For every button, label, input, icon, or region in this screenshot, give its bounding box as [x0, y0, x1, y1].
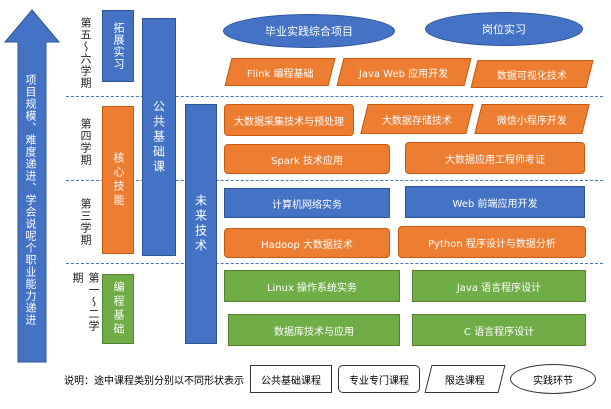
category-public-basics: 公共基础课 — [142, 18, 176, 256]
legend-elective: 限选课程 — [424, 365, 506, 393]
legend-major: 专业专门课程 — [338, 365, 420, 393]
course-hadoop: Hadoop 大数据技术 — [224, 228, 390, 258]
divider-line — [66, 96, 603, 97]
course-c: C 语言程序设计 — [412, 314, 586, 346]
progression-arrow — [3, 9, 61, 363]
course-miniapp: 微信小程序开发 — [474, 104, 590, 134]
course-web-frontend: Web 前端应用开发 — [405, 186, 585, 218]
category-core-skills: 核心技能 — [102, 106, 134, 254]
course-python: Python 程序设计与数据分析 — [398, 226, 586, 258]
legend-practice: 实践环节 — [510, 364, 596, 394]
divider-line — [66, 263, 603, 264]
legend-public: 公共基础课程 — [250, 365, 332, 393]
category-expand-internship: 拓展实习 — [102, 10, 134, 82]
category-programming-basics: 编程基础 — [102, 274, 134, 344]
course-network: 计算机网络实务 — [224, 188, 390, 218]
course-linux: Linux 操作系统实务 — [224, 270, 400, 302]
practice-graduation-project: 毕业实践综合项目 — [223, 14, 395, 48]
course-spark: Spark 技术应用 — [224, 144, 390, 174]
course-java: Java 语言程序设计 — [412, 270, 586, 302]
course-database: 数据库技术与应用 — [228, 314, 400, 346]
course-bigdata-cert: 大数据应用工程师考证 — [405, 142, 585, 174]
semester-label: 第五～六学期 — [79, 17, 92, 89]
course-flink: Flink 编程基础 — [224, 58, 336, 86]
semester-label: 第四学期 — [79, 118, 92, 166]
category-future-tech: 未来技术 — [185, 104, 217, 344]
divider-line — [66, 180, 603, 181]
course-data-storage: 大数据存储技术 — [360, 104, 474, 134]
course-data-collection: 大数据采集技术与预处理 — [224, 104, 354, 136]
semester-label: 第三学期 — [79, 198, 92, 246]
legend-title: 说明：途中课程类别分别以不同形状表示 — [64, 376, 244, 387]
semester-label: 第一～二学期 — [71, 272, 100, 332]
course-dataviz: 数据可视化技术 — [470, 60, 594, 88]
progression-arrow-text: 项目规模、难度递进、学会说呢个职业能力递进 — [24, 74, 37, 326]
course-javaweb: Java Web 应用开发 — [336, 58, 472, 86]
practice-internship: 岗位实习 — [425, 12, 583, 46]
